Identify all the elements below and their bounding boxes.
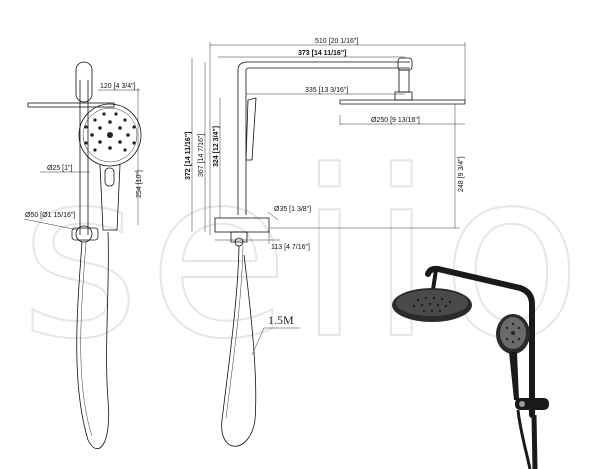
dim-handset-height: 254 [10"] xyxy=(136,170,143,198)
dim-handle-diam: Ø25 [1"] xyxy=(47,165,72,172)
dim-head-width: 120 [4 3/4"] xyxy=(100,83,136,90)
spray-nozzles xyxy=(84,112,136,152)
handshower-face xyxy=(78,103,142,167)
side-hose xyxy=(221,245,257,447)
side-arm xyxy=(237,61,410,71)
hose-length-label: 1.5M xyxy=(268,313,294,327)
watermark-text: seiio xyxy=(20,123,590,390)
dim-reach: 335 [13 3/16"] xyxy=(305,87,348,94)
dim-base-width: 113 [4 7/16"] xyxy=(271,244,310,251)
handle-button xyxy=(104,167,115,187)
render-holder xyxy=(515,398,549,410)
dim-height-3: 324 [12 3/4"] xyxy=(213,126,220,167)
front-hose xyxy=(76,231,110,450)
render-arm xyxy=(425,265,535,418)
handshower-handle xyxy=(99,164,121,231)
side-handset xyxy=(245,97,257,161)
dim-rose-diam: Ø250 [9 13/16"] xyxy=(371,117,420,124)
dim-base-diam: Ø35 [1 3/8"] xyxy=(274,206,311,213)
front-rail-top xyxy=(75,61,93,103)
side-view: 510 [20 1/16"] 373 [14 11/16"] 335 [13 3… xyxy=(185,38,466,447)
dim-holder-diam: Ø50 [Ø1 15/16"] xyxy=(25,212,75,219)
dim-height-2: 367 [14 7/16"] xyxy=(198,134,205,177)
front-rose-edge xyxy=(27,102,115,108)
side-rose xyxy=(339,99,466,105)
dim-head-height: 248 [9 3/4"] xyxy=(458,156,465,192)
product-render xyxy=(392,265,549,469)
dim-arm-width: 373 [14 11/16"] xyxy=(298,50,346,57)
render-handset-handle xyxy=(509,352,519,400)
render-hose xyxy=(516,409,532,469)
dim-total-height: 372 [14 11/16"] xyxy=(185,132,192,180)
dim-total-width: 510 [20 1/16"] xyxy=(315,38,358,45)
front-view: 120 [4 3/4"] 254 [10"] Ø25 [1"] Ø50 [Ø1 … xyxy=(23,61,143,450)
handset-holder xyxy=(75,225,93,243)
